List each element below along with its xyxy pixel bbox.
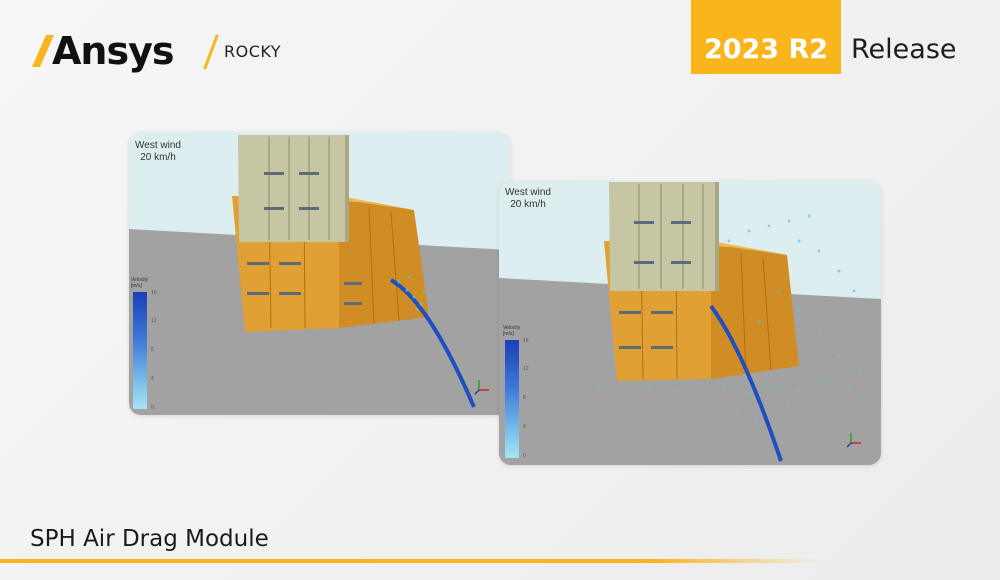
velocity-legend-2: Velocity [m/s] 16 12 8 4 0 <box>503 325 529 459</box>
simulation-render-1 <box>129 132 510 415</box>
velocity-colorbar-2 <box>505 340 519 458</box>
simulation-render-2 <box>499 181 881 465</box>
axis-gizmo-icon-1 <box>474 380 489 395</box>
ansys-logo: Ansys <box>30 26 174 76</box>
accent-underline <box>0 559 820 563</box>
velocity-colorbar-1 <box>133 292 147 409</box>
ansys-logo-mark-icon <box>32 35 54 67</box>
divider-slash-icon <box>203 34 219 70</box>
ansys-wordmark: Ansys <box>52 29 174 73</box>
velocity-legend-1: Velocity [m/s] 16 12 8 4 0 <box>131 277 157 411</box>
version-badge: 2023 R2 <box>691 0 841 74</box>
product-name: ROCKY <box>224 42 282 61</box>
wind-label-1: West wind 20 km/h <box>135 140 181 163</box>
version-label: 2023 R2 <box>703 33 829 65</box>
release-label: Release <box>851 34 957 65</box>
axis-gizmo-icon-2 <box>846 433 861 448</box>
wind-label-2: West wind 20 km/h <box>505 187 551 210</box>
module-title: SPH Air Drag Module <box>30 526 269 552</box>
simulation-panel-2: West wind 20 km/h Velocity [m/s] 16 12 8… <box>499 181 881 465</box>
simulation-panel-1: West wind 20 km/h Velocity [m/s] 16 12 8… <box>129 132 510 415</box>
